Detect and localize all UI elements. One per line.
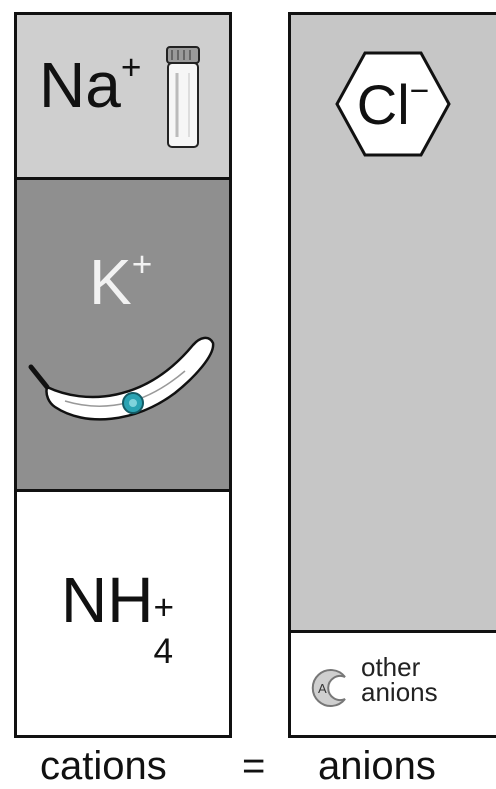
- anions-column: Cl− A other anions: [288, 12, 496, 738]
- other-anions-label: other anions: [361, 652, 438, 707]
- chloride-label: Cl−: [356, 72, 430, 136]
- cations-caption: cations: [40, 744, 167, 788]
- sodium-label: Na+: [39, 48, 142, 121]
- a-minus-icon: A: [311, 669, 346, 707]
- banana-icon: [28, 336, 215, 421]
- equals-sign: =: [242, 744, 266, 788]
- anions-caption: anions: [318, 744, 436, 788]
- balance-caption: cations = anions: [0, 740, 496, 789]
- hexagon-icon: [335, 51, 451, 157]
- chloride-badge: Cl−: [333, 49, 453, 159]
- chloride-segment: Cl−: [291, 15, 496, 633]
- ammonium-segment: NH+4: [17, 492, 229, 735]
- sodium-segment: Na+: [17, 15, 229, 180]
- other-anions-segment: A other anions: [291, 633, 496, 735]
- ammonium-label: NH+4: [61, 564, 174, 672]
- salt-shaker-icon: [166, 46, 200, 148]
- potassium-segment: K+: [17, 180, 229, 492]
- potassium-label: K+: [89, 245, 153, 318]
- cations-column: Na+ K+ NH+4: [14, 12, 232, 738]
- svg-text:A: A: [318, 681, 327, 696]
